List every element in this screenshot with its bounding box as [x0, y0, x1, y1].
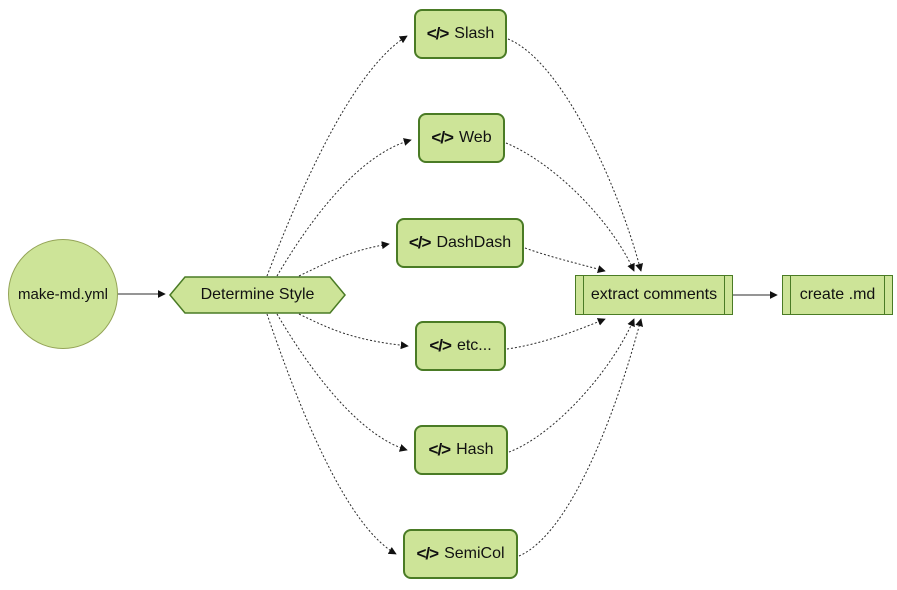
node-decision-label: Determine Style: [200, 286, 315, 303]
edge-dashdash-to-extract: [524, 247, 606, 273]
edge-decision-to-hash: [276, 313, 408, 452]
node-create-md: create .md: [782, 275, 893, 315]
node-style-hash: </> Hash: [414, 425, 508, 475]
edge-decision-to-dashdash: [298, 241, 390, 277]
node-style-semicol-label: SemiCol: [444, 545, 505, 562]
node-style-semicol: </> SemiCol: [403, 529, 518, 579]
code-icon: </>: [431, 128, 454, 147]
node-style-slash-label: Slash: [454, 25, 495, 42]
subroutine-inner-line-left: [583, 276, 584, 314]
edge-decision-to-slash: [266, 35, 408, 277]
edge-decision-to-etc: [298, 313, 409, 350]
code-icon: </>: [428, 440, 452, 459]
code-icon: </>: [408, 233, 432, 252]
edge-etc-to-extract: [506, 318, 606, 350]
node-style-hash-label: Hash: [456, 441, 494, 458]
node-style-etc-label: etc...: [456, 337, 492, 354]
edge-web-to-extract: [505, 142, 635, 272]
node-style-web: </> Web: [418, 113, 505, 163]
code-icon: </>: [429, 336, 452, 355]
edge-slash-to-extract: [507, 38, 643, 272]
node-style-etc: </> etc...: [415, 321, 506, 371]
node-create-label: create .md: [799, 286, 876, 303]
node-extract-label: extract comments: [590, 286, 718, 303]
subroutine-inner-line-right: [884, 276, 885, 314]
code-icon: </>: [416, 544, 439, 563]
edge-decision-to-web: [276, 138, 412, 277]
node-decision-hexagon: Determine Style: [170, 277, 345, 313]
edge-decision-to-semicol: [266, 313, 397, 555]
node-style-dashdash: </> DashDash: [396, 218, 524, 268]
node-extract-comments: extract comments: [575, 275, 733, 315]
edge-semicol-to-extract: [518, 318, 644, 557]
node-style-slash: </> Slash: [414, 9, 507, 59]
subroutine-inner-line-left: [790, 276, 791, 314]
subroutine-inner-line-right: [724, 276, 725, 314]
edge-hash-to-extract: [508, 318, 635, 453]
code-icon: </>: [426, 24, 450, 43]
node-start-label: make-md.yml: [17, 285, 108, 303]
node-style-web-label: Web: [458, 129, 492, 146]
decision-hexagon-shape: [169, 276, 346, 314]
node-start-circle: make-md.yml: [8, 239, 118, 349]
node-style-dashdash-label: DashDash: [436, 234, 512, 251]
